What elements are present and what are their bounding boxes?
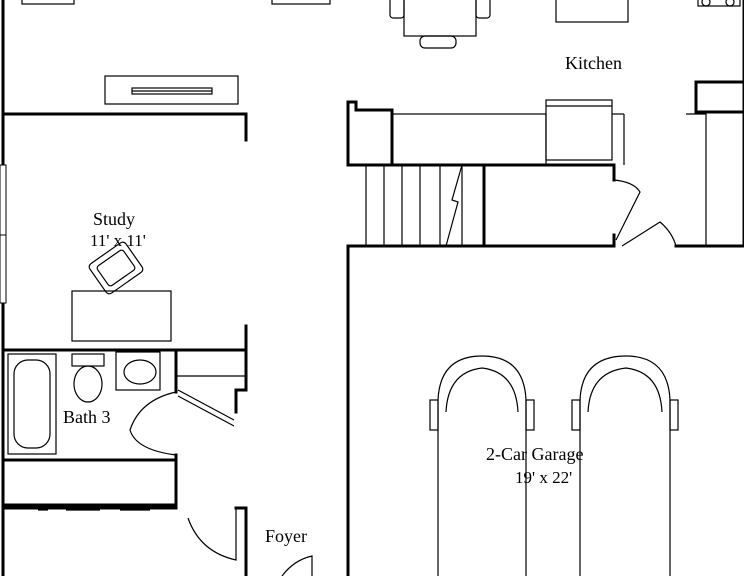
cooktop	[697, 0, 741, 7]
kitchen-counter	[391, 99, 625, 166]
bath3-label: Bath 3	[63, 407, 111, 427]
linen-closet	[176, 375, 246, 427]
coat-closet	[38, 508, 237, 561]
bathtub	[7, 353, 57, 455]
car-left	[429, 355, 535, 576]
study-desk	[71, 290, 172, 342]
car-right	[571, 355, 679, 576]
garage-label: 2-Car Garage	[486, 444, 584, 464]
dining-table	[389, 0, 491, 49]
window-left-upper	[0, 164, 7, 236]
toilet	[71, 353, 105, 403]
garage-door-swing	[613, 179, 677, 247]
sink	[115, 351, 161, 391]
fireplace	[104, 75, 239, 105]
garage-dimensions: 19' x 22'	[515, 468, 573, 487]
study-dimensions: 11' x 11'	[90, 231, 146, 250]
stairs	[365, 164, 463, 247]
furniture-top-left	[21, 0, 75, 5]
bath-door-swing	[129, 391, 177, 456]
kitchen-island	[555, 0, 629, 23]
furniture-top-mid	[271, 0, 331, 5]
foyer-label: Foyer	[265, 526, 307, 546]
study-chair	[88, 241, 144, 295]
front-door-swing	[281, 555, 313, 577]
window-left-lower	[0, 234, 7, 304]
kitchen-label: Kitchen	[565, 53, 622, 73]
study-label: Study	[93, 209, 136, 229]
